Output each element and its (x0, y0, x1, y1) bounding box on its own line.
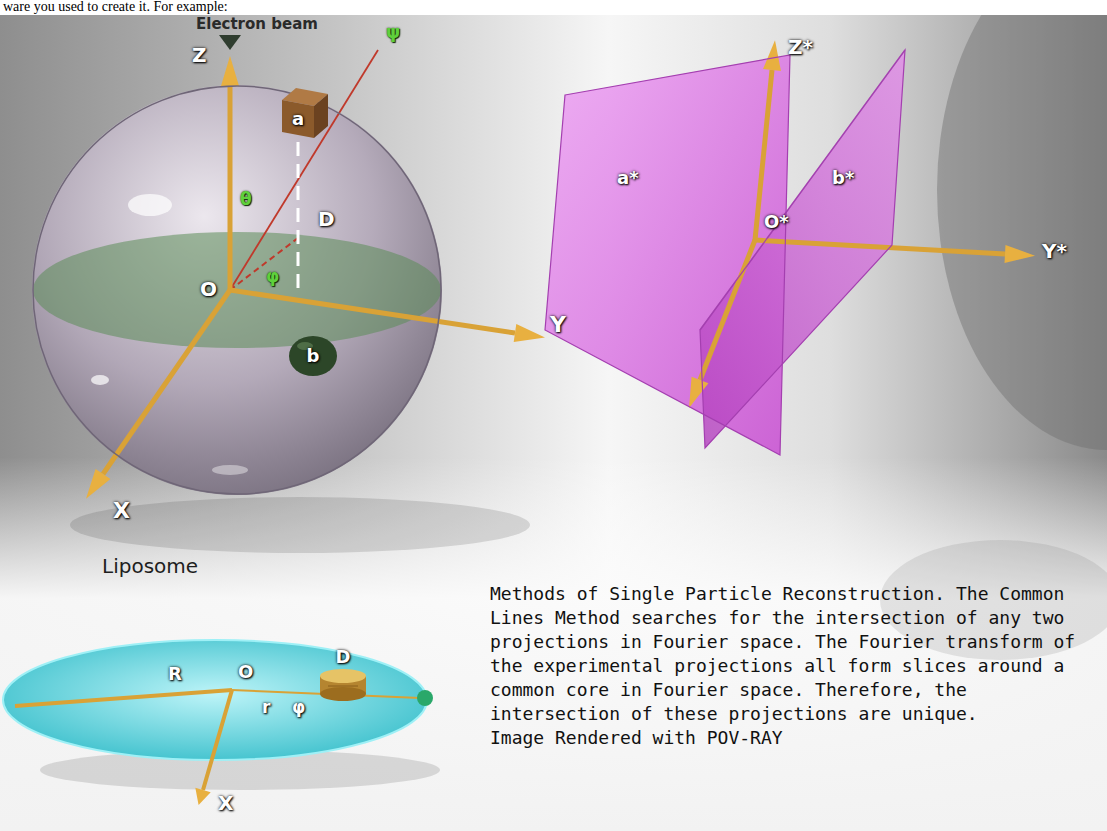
liposome-sphere-fill (212, 465, 248, 475)
polar-disk (203, 690, 232, 790)
particle-cube: a (278, 84, 332, 140)
node-label: b (307, 346, 320, 367)
axis-arrow (689, 40, 1035, 408)
render-note: Image Rendered with POV-RAY (490, 726, 783, 750)
axis-arrow (763, 40, 781, 71)
angle-label: ψ (386, 22, 400, 43)
origin-label: O* (764, 212, 789, 233)
shape-part (320, 669, 366, 683)
liposome-sphere-fill (91, 375, 109, 385)
liposome-sphere-fill (128, 194, 172, 216)
shape-part (328, 686, 358, 687)
polar-disk (15, 690, 232, 706)
polar-disk (3, 640, 433, 805)
shape-part (282, 100, 314, 138)
axis-arrow (1005, 245, 1036, 263)
electron-beam-cone (219, 35, 241, 50)
angle-label: φ (266, 267, 279, 287)
axis-arrow (514, 324, 545, 342)
shape-part (314, 94, 328, 138)
axis-label: X (218, 792, 233, 815)
background (0, 0, 1107, 15)
shape-part (33, 86, 441, 494)
node-label: a* (617, 168, 639, 189)
projection-plane-outline (698, 48, 910, 450)
axis-arrow (689, 377, 708, 408)
particle-cylinder: D (314, 646, 372, 704)
projection-plane: b* (698, 48, 910, 450)
particle-blob: b (288, 334, 338, 378)
radius-label: R (168, 664, 182, 685)
node-label: b* (832, 168, 854, 189)
axis-arrow (228, 86, 233, 290)
liposome-sphere: Liposomeab (32, 85, 442, 495)
angle-lines (297, 120, 300, 290)
node-label: a (292, 109, 304, 130)
axis-label: Y* (1042, 240, 1067, 263)
particle-cube-outline (278, 84, 332, 140)
axis-arrow (755, 240, 1005, 254)
liposome-sphere-outline (32, 85, 442, 495)
distance-label: D (318, 208, 335, 231)
polar-disk (195, 788, 210, 805)
shape-part (700, 50, 905, 448)
axis-arrow (230, 290, 515, 333)
axis-arrow (86, 56, 545, 499)
axis-label: Z* (788, 36, 813, 59)
beam-label: Electron beam (196, 16, 318, 33)
axis-arrow (86, 469, 110, 499)
electron-beam-cone (219, 35, 241, 50)
axis-arrow (103, 290, 230, 474)
shape-part (289, 336, 337, 376)
angle-lines (230, 238, 298, 290)
shape-part (320, 687, 366, 701)
node-label: D (336, 647, 351, 668)
caption: Methods of Single Particle Reconstructio… (490, 582, 1102, 726)
origin-label: O (238, 662, 253, 683)
polar-disk (417, 690, 433, 706)
axis-label: Y (550, 312, 566, 337)
radius-label: r (262, 698, 270, 718)
origin-label: O (200, 278, 217, 301)
axis-label: X (113, 498, 130, 523)
projection-plane-fill (545, 50, 905, 455)
angle-label: θ (240, 190, 252, 210)
axis-arrow (221, 56, 239, 86)
node-label: Liposome (102, 555, 198, 578)
axis-label: Z (192, 44, 207, 67)
page-text: ware you used to create it. For example: (3, 0, 228, 14)
axis-arrow (700, 240, 755, 380)
background (70, 497, 530, 553)
angle-label: φ (292, 698, 305, 718)
